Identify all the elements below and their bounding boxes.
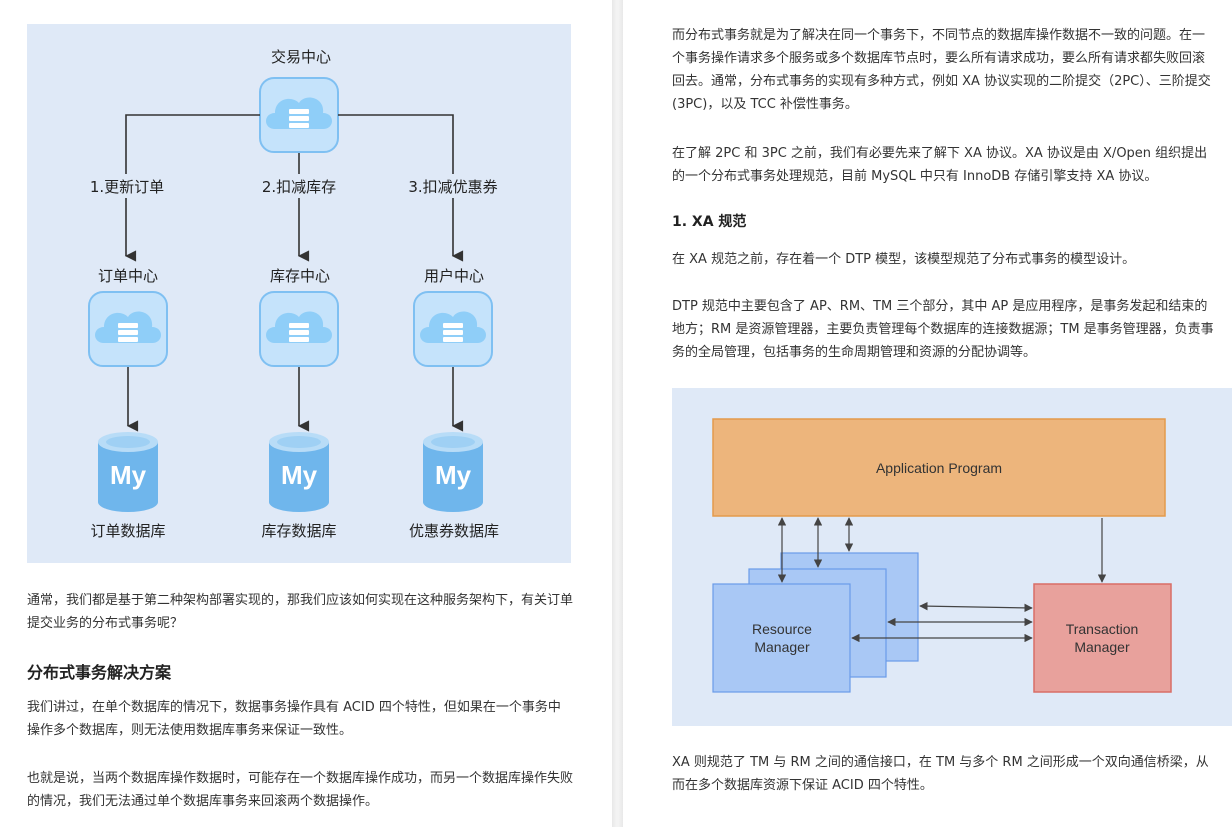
mysql-database-icon: My [423, 432, 483, 512]
body-paragraph: 而分布式事务就是为了解决在同一个事务下，不同节点的数据库操作数据不一致的问题。在… [672, 28, 1211, 112]
body-paragraph: DTP 规范中主要包含了 AP、RM、TM 三个部分，其中 AP 是应用程序，是… [672, 299, 1214, 360]
service-label: 用户中心 [424, 267, 484, 285]
dtp-model-diagram: Application Program Resource Manager Tra… [672, 388, 1232, 726]
cloud-server-icon [259, 291, 339, 367]
service-label: 库存中心 [270, 267, 330, 285]
intro-paragraph: 通常，我们都是基于第二种架构部署实现的，那我们应该如何实现在这种服务架构下，有关… [27, 593, 574, 631]
svg-text:My: My [110, 460, 147, 490]
database-label: 优惠券数据库 [409, 522, 499, 540]
cloud-server-icon [259, 77, 339, 153]
database-label: 库存数据库 [261, 522, 336, 540]
svg-text:Manager: Manager [754, 639, 810, 655]
body-paragraph: 在 XA 规范之前，存在着一个 DTP 模型，该模型规范了分布式事务的模型设计。 [672, 252, 1136, 267]
right-page: 而分布式事务就是为了解决在同一个事务下，不同节点的数据库操作数据不一致的问题。在… [623, 0, 1232, 827]
top-service-label: 交易中心 [271, 48, 331, 66]
step-label: 2.扣减库存 [262, 178, 336, 196]
cloud-server-icon [413, 291, 493, 367]
application-program-box: Application Program [712, 418, 1166, 517]
transaction-manager-box: Transaction Manager [1033, 583, 1172, 693]
left-page: 交易中心 1.更新订单 2.扣减库存 3.扣减优惠券 订单中心 库存中心 用户中… [0, 0, 612, 827]
service-label: 订单中心 [98, 267, 158, 285]
resource-manager-box: Resource Manager [712, 552, 919, 693]
svg-text:Resource: Resource [752, 621, 812, 637]
body-paragraph: 也就是说，当两个数据库操作数据时，可能存在一个数据库操作成功，而另一个数据库操作… [27, 771, 574, 809]
mysql-database-icon: My [98, 432, 158, 512]
body-paragraph: 我们讲过，在单个数据库的情况下，数据事务操作具有 ACID 四个特性，但如果在一… [27, 700, 561, 738]
step-label: 1.更新订单 [90, 178, 164, 196]
step-label: 3.扣减优惠券 [408, 178, 497, 196]
svg-text:My: My [281, 460, 318, 490]
cloud-server-icon [88, 291, 168, 367]
svg-text:Manager: Manager [1074, 639, 1130, 655]
svg-text:My: My [435, 460, 472, 490]
section-heading: 分布式事务解决方案 [27, 663, 172, 682]
body-paragraph: 在了解 2PC 和 3PC 之前，我们有必要先来了解下 XA 协议。XA 协议是… [672, 146, 1208, 184]
service-architecture-diagram: 交易中心 1.更新订单 2.扣减库存 3.扣减优惠券 订单中心 库存中心 用户中… [27, 24, 571, 563]
mysql-database-icon: My [269, 432, 329, 512]
body-paragraph: XA 则规范了 TM 与 RM 之间的通信接口，在 TM 与多个 RM 之间形成… [672, 755, 1209, 793]
database-label: 订单数据库 [90, 522, 165, 540]
page-divider [612, 0, 623, 827]
svg-text:Transaction: Transaction [1066, 621, 1139, 637]
svg-text:Application Program: Application Program [876, 460, 1002, 476]
section-heading: 1. XA 规范 [672, 214, 747, 230]
